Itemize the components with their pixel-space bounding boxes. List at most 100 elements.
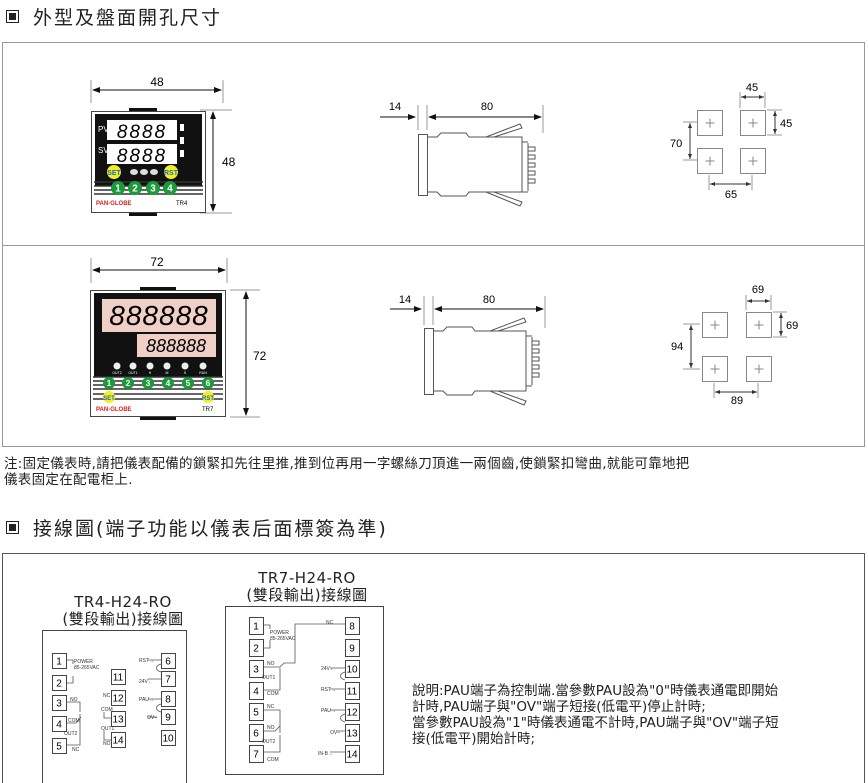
terminal-label: RST→: [321, 687, 336, 693]
center-cross-icon: [748, 156, 758, 166]
terminal-number: 12: [346, 708, 358, 719]
terminal-label: COM: [267, 757, 279, 763]
terminal-label: NC: [72, 747, 80, 753]
center-cross-icon: [705, 118, 715, 128]
led-label: H: [149, 371, 152, 375]
terminal-label: POWER: [74, 659, 93, 665]
terminal-number: 3: [56, 699, 62, 710]
numbered-key: [142, 377, 154, 389]
numbered-key: [103, 377, 115, 389]
body-depth-label: 80: [483, 294, 495, 306]
terminal-label: OUT2: [262, 739, 276, 745]
terminal-label: NO: [70, 697, 78, 703]
terminal-label: POWER: [270, 630, 289, 636]
terminal-number: 4: [253, 687, 259, 698]
terminal: [52, 675, 67, 691]
terminal-number: 2: [253, 644, 259, 655]
terminal-number: 13: [112, 715, 124, 726]
numbered-key: [182, 377, 194, 389]
numbered-key-label: 3: [150, 184, 156, 195]
numbered-key-label: 2: [126, 378, 131, 388]
section-title: 接線圖(端子功能以儀表后面標簽為準): [33, 518, 388, 540]
wiring-panel: [2, 553, 865, 783]
terminal-number: 7: [165, 675, 171, 686]
pv-digits: 8888: [117, 122, 167, 143]
section-header-dimensions: 外型及盤面開孔尺寸: [6, 3, 222, 30]
terminal-label: OV–: [147, 715, 157, 721]
led-label: RUN: [199, 371, 207, 375]
tr7-height-label: 72: [253, 349, 267, 363]
terminal-number: 8: [349, 622, 355, 633]
wiring-subtitle: (雙段輸出)接線圖: [246, 586, 368, 604]
numbered-key-label: 3: [146, 378, 151, 388]
indicator-led: [113, 362, 121, 370]
tr7-side-view: 14 80: [390, 294, 546, 406]
set-key-label: SET: [103, 396, 115, 402]
terminal: [111, 732, 126, 748]
terminal-label: OUT2: [64, 731, 78, 737]
main-digits: 888888: [109, 300, 208, 331]
tr7-wiring-diagram: [225, 606, 384, 775]
set-key-label: SET: [107, 170, 121, 177]
terminal: [111, 669, 126, 685]
tr7-wiring-title: TR7-H24-RO (雙段輸出)接線圖: [242, 570, 372, 604]
terminal-number: 6: [165, 657, 171, 668]
numbered-key-label: 5: [186, 378, 191, 388]
terminal-label: OV–: [330, 730, 340, 736]
pv-label: PV: [98, 125, 109, 134]
numbered-key: [111, 181, 125, 195]
pau-explanation: 說明:PAU端子為控制端.當參數PAU設為"0"時儀表通電即開始 計時,PAU端…: [412, 683, 842, 747]
tr4-wiring-title: TR4-H24-RO (雙段輸出)接線圖: [58, 594, 188, 628]
terminal: [345, 724, 360, 742]
terminal-number: 5: [253, 708, 259, 719]
vertical-pitch-label: 70: [670, 138, 682, 150]
tr4-width-label: 48: [150, 75, 164, 89]
center-cross-icon: [754, 320, 764, 330]
explanation-line: 接(低電平)開始計時;: [412, 731, 536, 747]
terminal: [249, 703, 264, 721]
terminal-number: 5: [56, 742, 62, 753]
terminal: [111, 711, 126, 727]
pv-display: [107, 120, 177, 140]
rst-key-label: RST: [164, 170, 179, 177]
tr7-width-label: 72: [150, 255, 164, 269]
terminal-label: 85-265VAC: [74, 665, 100, 671]
terminal: [52, 695, 67, 711]
terminal: [345, 682, 360, 700]
installation-note: 注:固定儀表時,請把儀表配備的鎖緊扣先往里推,推到位再用一字螺絲刀頂進一兩個齒,…: [4, 456, 866, 488]
front-depth-label: 14: [399, 294, 411, 306]
rst-key-label: RST: [202, 396, 214, 402]
terminal-label: PAU→: [139, 697, 154, 703]
led-label: OUT1: [128, 371, 137, 375]
numbered-key: [162, 377, 174, 389]
indicator-led: [199, 362, 207, 370]
terminal-label: NC: [103, 693, 111, 699]
terminal-number: 10: [162, 734, 174, 745]
wiring-model: TR4-H24-RO: [74, 593, 172, 611]
dimensions-panel: [2, 42, 865, 447]
numbered-key-label: 1: [115, 184, 121, 195]
center-cross-icon: [710, 364, 720, 374]
terminal-label: 24V←: [321, 666, 335, 672]
center-cross-icon: [748, 118, 758, 128]
brand-logo: PAN-GLOBE: [96, 407, 132, 413]
model-label: TR4: [176, 201, 188, 207]
front-depth-label: 14: [389, 101, 401, 113]
sub-display: [137, 334, 216, 357]
terminal-label: PAU→: [321, 708, 336, 714]
numbered-key: [163, 181, 177, 195]
vertical-pitch-label: 94: [671, 341, 683, 353]
indicator-led: [146, 362, 154, 370]
terminal-label: NO: [103, 741, 111, 747]
numbered-key-label: 2: [132, 184, 138, 195]
terminal-number: 11: [347, 687, 358, 698]
tr4-wiring-diagram: [42, 630, 187, 783]
terminal: [52, 716, 67, 732]
rst-key: [164, 165, 178, 179]
tr4-panel-cutout: 45 45 70 65: [670, 82, 792, 201]
set-key: [103, 391, 115, 403]
terminal-number: 9: [165, 713, 171, 724]
numbered-key-label: 4: [166, 378, 171, 388]
